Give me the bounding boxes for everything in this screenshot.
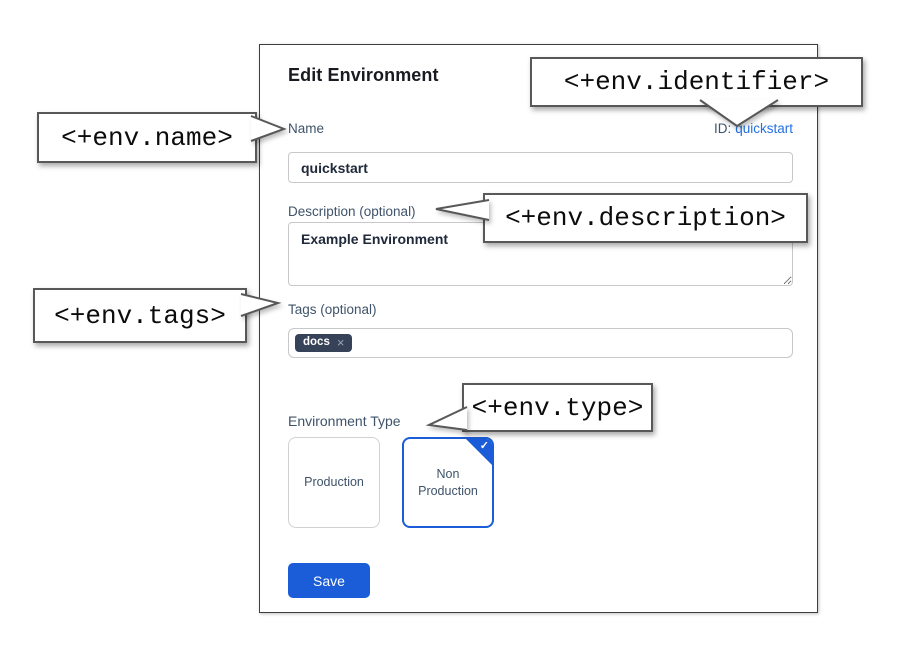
tags-label: Tags (optional): [288, 302, 377, 317]
name-label: Name: [288, 121, 325, 136]
callout-env-type-text: <+env.type>: [471, 392, 644, 423]
environment-type-label: Environment Type: [288, 413, 401, 429]
callout-env-name: <+env.name>: [37, 112, 257, 163]
edit-environment-dialog: Edit Environment Name ID:quickstart Desc…: [259, 44, 818, 613]
type-card-non-production-label: Non Production: [418, 466, 478, 498]
callout-env-description-text: <+env.description>: [505, 203, 786, 233]
callout-env-name-text: <+env.name>: [61, 122, 233, 153]
save-button[interactable]: Save: [288, 563, 370, 598]
callout-env-tags: <+env.tags>: [33, 288, 247, 343]
name-input[interactable]: [288, 152, 793, 183]
dialog-title: Edit Environment: [288, 65, 439, 85]
callout-env-identifier: <+env.identifier>: [530, 57, 863, 107]
identifier-label: ID:: [713, 121, 732, 136]
type-card-production[interactable]: Production: [288, 437, 380, 528]
callout-env-type: <+env.type>: [462, 383, 653, 432]
name-row: Name ID:quickstart: [288, 121, 793, 136]
tag-chip: docs ×: [295, 334, 353, 352]
check-icon: ✓: [479, 440, 489, 452]
callout-env-identifier-text: <+env.identifier>: [563, 67, 830, 97]
type-card-non-production[interactable]: ✓ Non Production: [402, 437, 494, 528]
tag-chip-label: docs: [303, 336, 330, 349]
identifier-link[interactable]: quickstart: [735, 121, 793, 136]
callout-env-description: <+env.description>: [483, 193, 808, 243]
environment-type-options: Production ✓ Non Production: [288, 437, 494, 528]
identifier-group: ID:quickstart: [714, 121, 793, 136]
tags-input[interactable]: docs ×: [288, 328, 793, 358]
description-label: Description (optional): [288, 204, 416, 219]
type-card-production-label: Production: [304, 475, 364, 490]
remove-tag-icon[interactable]: ×: [336, 334, 345, 350]
callout-env-tags-text: <+env.tags>: [54, 300, 226, 331]
